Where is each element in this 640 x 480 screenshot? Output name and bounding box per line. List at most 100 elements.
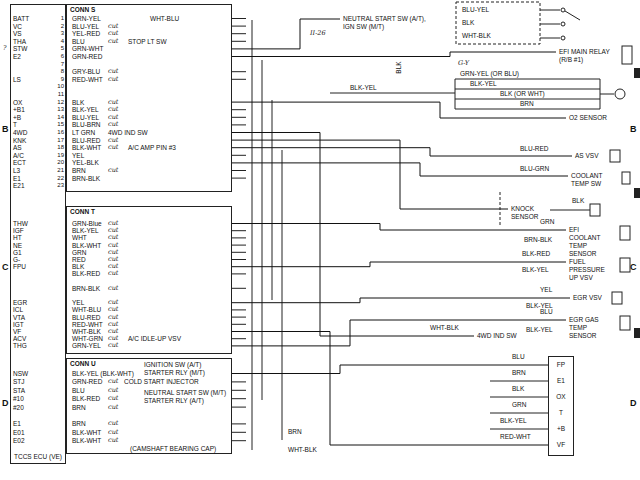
component-name: AS VSV (575, 152, 598, 160)
wire-stub (232, 109, 246, 110)
wire-color: BLU (540, 308, 553, 315)
handwritten-note: cut (108, 220, 118, 227)
wire-color: WHT-BLK (288, 446, 317, 453)
wire-line (282, 150, 283, 440)
zone-letter: D (630, 398, 637, 408)
component-label: EFI MAIN RELAY (R/B #1) (556, 48, 618, 64)
handwritten-note: cut (108, 437, 118, 444)
component-label: COOLANT TEMP SW (568, 172, 616, 188)
pin-number: 2 (56, 23, 64, 30)
wire-color: BLK-RED (72, 395, 100, 402)
pin-number: 10 (56, 83, 64, 90)
wire-color: GRN (72, 249, 86, 256)
component-name: EGR GAS TEMP SENSOR (569, 316, 612, 340)
wire-color: BLU (72, 38, 85, 45)
vsv-symbol (612, 292, 622, 304)
wire-color: BLK-WHT (72, 242, 101, 249)
wire-color: BLK (OR WHT) (500, 90, 545, 97)
handwritten-note: cut (108, 387, 118, 394)
component-label: 4WD IND SW (474, 332, 519, 340)
wire-stub (232, 440, 246, 441)
pin-number: 21 (56, 167, 64, 174)
pin-name: #10 (13, 395, 24, 402)
pin-name: STW (13, 45, 27, 52)
wire-line (540, 10, 560, 11)
wire-color: BLK-WHT (72, 437, 101, 444)
handwritten-note: cut (108, 106, 118, 113)
pin-name: FP (549, 357, 573, 373)
component-note: IGNITION SW (A/T) STARTER RLY (M/T) (144, 361, 230, 377)
wire-color: BRN (72, 420, 86, 427)
wire-stub (232, 155, 246, 156)
wire-color: YEL-RED (72, 30, 100, 37)
wire-stub (232, 273, 246, 274)
wire-line (490, 413, 548, 414)
handwritten-note: cut (108, 249, 118, 256)
handwritten-note: cut (108, 328, 118, 335)
component-name: COOLANT TEMP SW (571, 172, 614, 188)
wire-stub (232, 398, 246, 399)
component-name: NEUTRAL START SW (A/T), IGN SW (M/T) (343, 15, 438, 31)
wire (232, 102, 566, 118)
handwritten-note: cut (108, 395, 118, 402)
wire-color: WHT-GRN (72, 335, 103, 342)
wire-color: BLK-YEL (72, 227, 99, 234)
wire-line (272, 100, 273, 300)
wire-line (330, 93, 455, 94)
pin-name: E02 (13, 437, 25, 444)
wire-color: RED (72, 256, 86, 263)
vsv-symbol (620, 258, 630, 272)
pin-name: NE (13, 242, 22, 249)
handwritten-note: cut (108, 167, 118, 174)
wire-color: GRN-YEL (72, 15, 101, 22)
component-label: AS VSV (572, 152, 600, 160)
handwritten-note: cut (108, 378, 118, 385)
wire-color: BLK (512, 385, 524, 392)
pin-name: A/C (13, 152, 24, 159)
wire-stub (232, 18, 246, 19)
pin-name: T (13, 121, 17, 128)
component-note: A/C AMP PIN #3 (128, 144, 176, 151)
pin-number: 11 (56, 91, 64, 98)
pin-name: HT (13, 234, 22, 241)
component-note: 4WD IND SW (108, 129, 148, 136)
pin-name: ECT (13, 159, 26, 166)
pin-number: 3 (56, 30, 64, 37)
handwritten-note: cut (108, 321, 118, 328)
wire-stub (232, 79, 246, 80)
handwritten-note: cut (108, 263, 118, 270)
pin-number: 22 (56, 175, 64, 182)
component-name: FUEL PRESSURE UP VSV (569, 258, 612, 282)
switch-contact (561, 36, 565, 40)
pin-name: T (549, 405, 573, 421)
pin-number: 16 (56, 129, 64, 136)
wire-color: LT GRN (72, 129, 95, 136)
pin-name: AS (13, 144, 22, 151)
wire (232, 19, 340, 49)
wire-color: BLK-YEL (526, 326, 553, 333)
zone-letter: D (2, 398, 9, 408)
wire-color: BLK (572, 197, 584, 204)
wire-stub (232, 178, 246, 179)
wire-stub (232, 230, 246, 231)
pin-name: IGT (13, 321, 24, 328)
component-note: NEUTRAL START SW (M/T) STARTER RLY (A/T) (144, 389, 230, 405)
wire-color: GRN-RED (72, 53, 102, 60)
wire-stub (232, 317, 246, 318)
switch-contact (561, 22, 565, 26)
wire (232, 140, 508, 209)
component-label: EGR GAS TEMP SENSOR (566, 316, 614, 340)
wire-color: YEL-BLK (72, 159, 99, 166)
pin-name: +B (549, 421, 573, 437)
handwritten-note: cut (108, 342, 118, 349)
handwritten-note: cut (108, 76, 118, 83)
wire-line (490, 397, 548, 398)
wire-stub (232, 26, 246, 27)
vsv-symbol (610, 150, 620, 162)
wire-line (490, 429, 548, 430)
margin-tick (634, 188, 640, 198)
component-label: EFI COOLANT TEMP SENSOR (566, 226, 614, 258)
pin-number: 18 (56, 144, 64, 151)
handwritten-note: cut (108, 314, 118, 321)
pin-name: LS (13, 76, 21, 83)
